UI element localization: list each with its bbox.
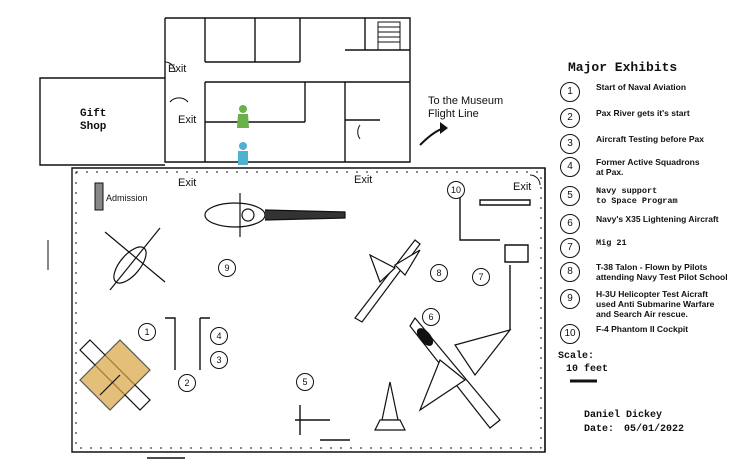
exit-label-1: Exit (168, 63, 187, 75)
marker-8: 8 (430, 264, 448, 282)
space-shuttle (374, 381, 406, 431)
marker-1: 1 (138, 323, 156, 341)
exit-label-4: Exit (354, 174, 373, 186)
marker-9: 9 (218, 259, 236, 277)
legend-text: Mig 21 (596, 238, 627, 248)
legend-text: H-3U Helicopter Test Aicraft used Anti S… (596, 289, 715, 319)
flight-line-label: To the Museum Flight Line (428, 95, 504, 120)
scale-label: Scale: (558, 351, 595, 362)
exit-label-2: Exit (178, 114, 197, 126)
marker-2: 2 (178, 374, 196, 392)
legend-text: Navy support to Space Program (596, 186, 678, 206)
stairs (377, 21, 401, 51)
marker-10: 10 (447, 181, 465, 199)
door-swings (47, 61, 541, 270)
date-value: 05/01/2022 (624, 424, 685, 435)
author-name: Daniel Dickey (584, 410, 663, 421)
legend-item: 3 Aircraft Testing before Pax (560, 134, 738, 162)
legend-number: 9 (560, 289, 580, 309)
legend-number: 7 (560, 238, 580, 258)
legend-text: Aircraft Testing before Pax (596, 134, 705, 144)
legend-item: 6 Navy's X35 Lightening Aircraft (560, 214, 738, 242)
marker-4: 4 (210, 327, 228, 345)
legend-title: Major Exhibits (568, 60, 678, 75)
exit-label-3: Exit (178, 177, 197, 189)
legend-text: Former Active Squadrons at Pax. (596, 157, 700, 177)
restroom-men-icon (238, 142, 248, 165)
exhibit-walls (165, 195, 531, 441)
helicopter-side-view (104, 227, 166, 291)
legend-number: 2 (560, 108, 580, 128)
upper-wing-walls (39, 17, 411, 166)
legend-number: 1 (560, 82, 580, 102)
legend-text: Navy's X35 Lightening Aircraft (596, 214, 719, 224)
x35-jet (409, 316, 512, 429)
helicopter-top-view (204, 193, 346, 237)
exit-label-5: Exit (513, 181, 532, 193)
legend-text: F-4 Phantom II Cockpit (596, 324, 689, 334)
legend-number: 4 (560, 157, 580, 177)
biplane (79, 339, 151, 411)
legend-number: 8 (560, 262, 580, 282)
legend-item: 1 Start of Naval Aviation (560, 82, 738, 110)
legend-item: 5 Navy support to Space Program (560, 186, 738, 214)
marker-7: 7 (472, 268, 490, 286)
legend-text: Start of Naval Aviation (596, 82, 687, 92)
legend-number: 10 (560, 324, 580, 344)
legend-text: T-38 Talon - Flown by Pilots attending N… (596, 262, 728, 282)
legend-item: 8 T-38 Talon - Flown by Pilots attending … (560, 262, 738, 290)
admission-label: Admission (106, 193, 148, 203)
legend-item: 2 Pax River gets it's start (560, 108, 738, 136)
gift-shop-label: Gift Shop (80, 108, 107, 133)
date-label: Date: (584, 424, 615, 435)
legend-number: 6 (560, 214, 580, 234)
restroom-women-icon (237, 105, 249, 128)
legend-item: 10 F-4 Phantom II Cockpit (560, 324, 738, 352)
legend-item: 7 Mig 21 (560, 238, 738, 266)
legend-text: Pax River gets it's start (596, 108, 690, 118)
marker-3: 3 (210, 351, 228, 369)
marker-5: 5 (296, 373, 314, 391)
marker-6: 6 (422, 308, 440, 326)
legend-number: 3 (560, 134, 580, 154)
t38-jet (354, 239, 421, 323)
main-hall-walls (71, 167, 546, 453)
legend-item: 9 H-3U Helicopter Test Aicraft used Anti … (560, 289, 738, 319)
admission-desk (94, 182, 104, 211)
legend-item: 4 Former Active Squadrons at Pax. (560, 157, 738, 185)
scale-value: 10 feet (566, 364, 609, 375)
legend-number: 5 (560, 186, 580, 206)
